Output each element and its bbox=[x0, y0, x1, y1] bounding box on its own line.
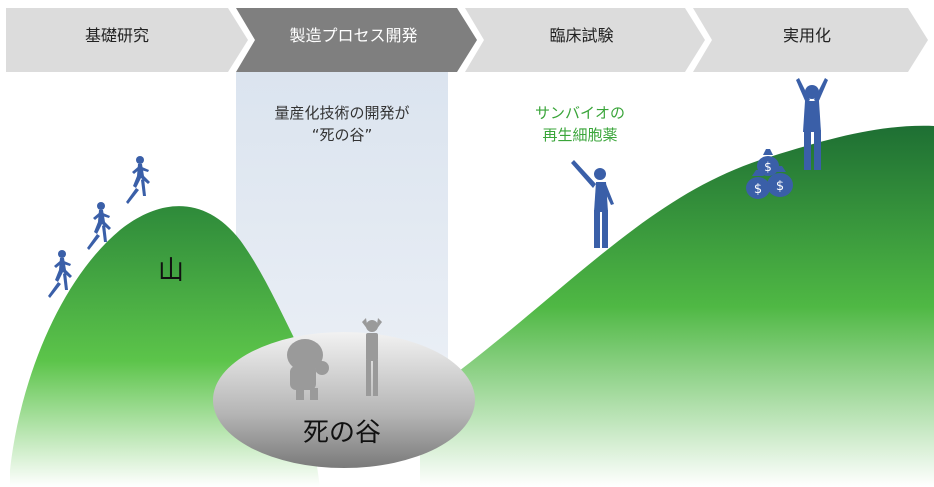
svg-text:$: $ bbox=[754, 182, 762, 197]
cell-drug-note-line1: サンバイオの bbox=[534, 104, 625, 122]
runner-icon bbox=[126, 156, 150, 204]
celebrating-person-icon bbox=[796, 78, 828, 170]
step-label-commercialization: 実用化 bbox=[782, 26, 831, 45]
runner-icon bbox=[48, 250, 72, 298]
step-chevron-commercialization bbox=[693, 8, 928, 72]
money-bag-icon: $ bbox=[746, 170, 770, 199]
right-hill bbox=[420, 125, 934, 487]
step-label-basic-research: 基礎研究 bbox=[84, 26, 149, 45]
valley-note-line1: 量産化技術の開発が bbox=[274, 104, 410, 122]
cell-drug-note: サンバイオの 再生細胞薬 bbox=[500, 102, 660, 146]
valley-note: 量産化技術の開発が “死の谷” bbox=[236, 102, 448, 146]
runner-icon bbox=[87, 202, 111, 250]
step-chevron-basic-research bbox=[6, 8, 248, 72]
mountain-label: 山 bbox=[158, 256, 185, 286]
cheering-person-icon bbox=[571, 160, 614, 248]
worried-person-icon bbox=[362, 318, 382, 396]
valley-note-line2: “死の谷” bbox=[311, 126, 373, 144]
crouching-person-icon bbox=[287, 339, 329, 400]
step-label-clinical-trials: 臨床試験 bbox=[549, 26, 614, 45]
svg-text:$: $ bbox=[776, 179, 784, 194]
step-label-manufacturing: 製造プロセス開発 bbox=[289, 26, 418, 45]
valley-pit bbox=[213, 332, 475, 468]
step-chevron-manufacturing bbox=[236, 8, 477, 72]
money-bag-icon: $ bbox=[757, 149, 779, 176]
svg-text:$: $ bbox=[764, 160, 772, 174]
process-chevrons bbox=[6, 8, 928, 72]
valley-label: 死の谷 bbox=[302, 418, 381, 448]
cell-drug-note-line2: 再生細胞薬 bbox=[542, 126, 618, 144]
step-chevron-clinical-trials bbox=[465, 8, 705, 72]
